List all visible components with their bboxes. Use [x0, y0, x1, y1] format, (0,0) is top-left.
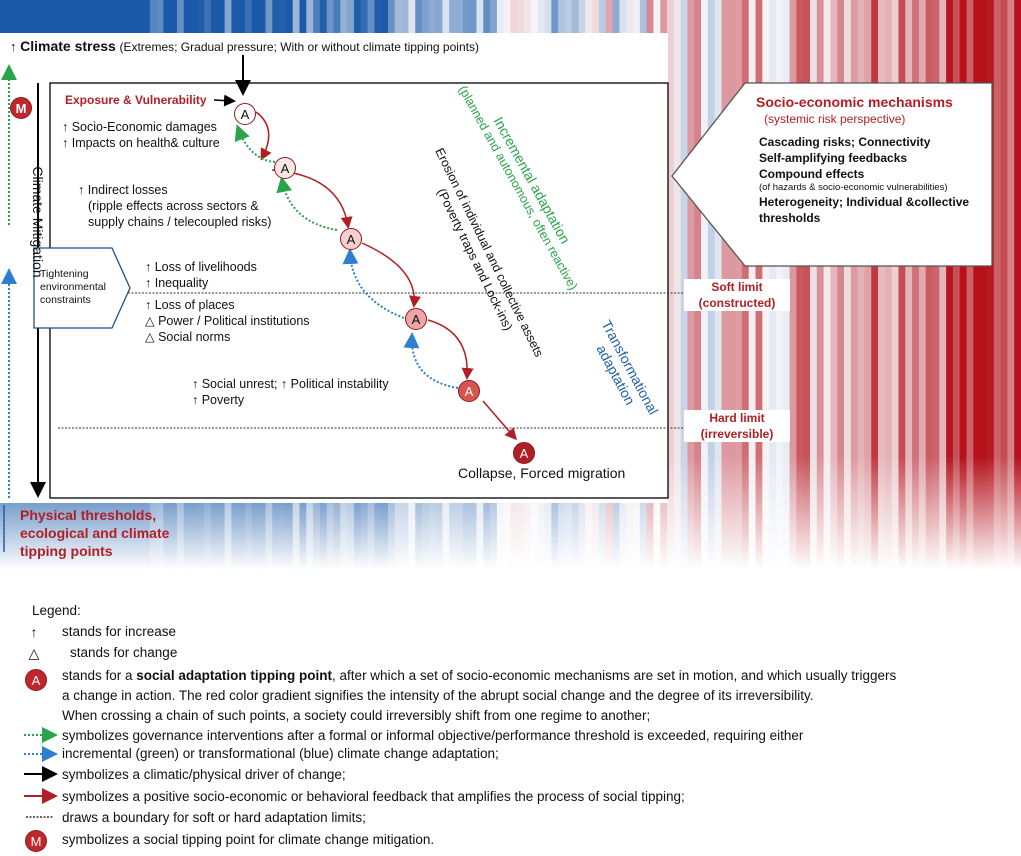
socio-line-4: (of hazards & socio-economic vulnerabili…: [759, 182, 948, 193]
soft-limit-sub: (constructed): [698, 296, 776, 310]
impact-loss-of-places: ↑ Loss of places: [145, 298, 235, 312]
impacts-group-1: ↑ Socio-Economic damages ↑ Impacts on he…: [62, 119, 220, 151]
impact-indirect-losses: ↑ Indirect losses: [78, 183, 168, 197]
legend-governance-line-1: symbolizes governance interventions afte…: [62, 728, 804, 743]
impact-ripple-effects: (ripple effects across sectors &: [88, 199, 259, 213]
socio-box-title: Socio-economic mechanisms: [756, 94, 953, 110]
constraint-line-3: constraints: [40, 294, 91, 306]
hard-limit-title: Hard limit: [709, 411, 765, 425]
climate-stress-detail: (Extremes; Gradual pressure; With or wit…: [119, 40, 479, 54]
impact-livelihoods: ↑ Loss of livelihoods: [145, 260, 257, 274]
socio-line-2: Self-amplifying feedbacks: [759, 151, 908, 165]
collapse-label: Collapse, Forced migration: [458, 465, 626, 481]
legend-increase-icon: ↑: [30, 624, 38, 640]
physical-line-2: ecological and climate: [20, 525, 170, 541]
socio-box-subtitle: (systemic risk perspective): [764, 112, 906, 126]
tipping-node-4: A: [405, 308, 427, 330]
legend-change-icon: △: [28, 645, 40, 661]
climate-stress-header: ↑ Climate stress (Extremes; Gradual pres…: [10, 38, 479, 55]
legend-tipping-bold: social adaptation tipping point: [136, 668, 333, 683]
soft-limit-label: Soft limit (constructed): [684, 279, 790, 311]
tipping-node-3: A: [340, 228, 362, 250]
impact-power-institutions: △ Power / Political institutions: [145, 314, 310, 328]
legend-tipping-line-1: stands for a social adaptation tipping p…: [62, 667, 896, 685]
legend-mitigation-text: symbolizes a social tipping point for cl…: [62, 832, 435, 847]
impacts-group-5: ↑ Social unrest; ↑ Political instability…: [192, 376, 389, 408]
constraint-line-2: environmental: [40, 281, 106, 293]
governance-blue-arrow-1: [342, 248, 405, 319]
governance-green-arrow-2: [276, 176, 338, 231]
climate-stress-title: Climate stress: [20, 38, 116, 54]
tipping-node-2: A: [274, 157, 296, 179]
soft-limit-title: Soft limit: [711, 280, 763, 294]
hard-limit-label: Hard limit (irreversible): [684, 410, 790, 442]
socio-box-body: Cascading risks; Connectivity Self-ampli…: [759, 134, 969, 226]
mitigation-tipping-point-icon: M: [10, 97, 32, 119]
feedback-arrow-1: [255, 111, 272, 161]
impact-supply-chains: supply chains / telecoupled risks): [88, 215, 272, 229]
impacts-group-3: ↑ Loss of livelihoods ↑ Inequality: [145, 259, 257, 291]
legend-mitigation-icon: M: [25, 830, 47, 852]
constraint-line-1: Tightening: [40, 268, 89, 280]
constraint-box-shape: [33, 247, 131, 329]
legend-change-text: stands for change: [70, 645, 178, 660]
legend-symbols: [24, 727, 58, 818]
governance-blue-arrow-2: [403, 332, 459, 389]
legend-tipping-icon: A: [25, 669, 47, 691]
socio-line-3: Compound effects: [759, 167, 865, 181]
constraint-box-text: Tightening environmental constraints: [40, 268, 106, 307]
legend-tipping-pre: stands for a: [62, 668, 137, 683]
physical-line-3: tipping points: [20, 543, 113, 559]
physical-line-1: Physical thresholds,: [20, 507, 157, 523]
governance-green-arrow-1: [234, 124, 276, 163]
impacts-group-4: ↑ Loss of places △ Power / Political ins…: [145, 297, 310, 345]
tipping-node-1: A: [234, 103, 256, 125]
legend-climatic-text: symbolizes a climatic/physical driver of…: [62, 767, 346, 782]
legend-tipping-line-3: When crossing a chain of such points, a …: [62, 708, 651, 723]
exposure-vulnerability-label: Exposure & Vulnerability: [65, 93, 207, 107]
socio-box-shape: [671, 82, 993, 267]
impact-socio-economic: ↑ Socio-Economic damages: [62, 120, 217, 134]
socio-line-6: thresholds: [759, 211, 821, 225]
legend-feedback-text: symbolizes a positive socio-economic or …: [62, 789, 685, 804]
hard-limit-sub: (irreversible): [700, 427, 774, 441]
exposure-arrow: [213, 94, 236, 107]
legend-tipping-line-2: a change in action. The red color gradie…: [62, 688, 814, 703]
socio-line-1: Cascading risks; Connectivity: [759, 135, 931, 149]
physical-thresholds-label: Physical thresholds, ecological and clim…: [20, 506, 169, 560]
diagram-lines: [1, 55, 993, 499]
legend-boundary-text: draws a boundary for soft or hard adapta…: [62, 810, 366, 825]
impact-health-culture: ↑ Impacts on health& culture: [62, 136, 220, 150]
legend-title: Legend:: [32, 603, 81, 618]
impact-inequality: ↑ Inequality: [145, 276, 209, 290]
legend-increase-text: stands for increase: [62, 624, 177, 639]
tipping-node-5: A: [458, 380, 480, 402]
legend-governance-line-2: incremental (green) or transformational …: [62, 746, 499, 761]
increase-arrow-icon: ↑: [10, 39, 17, 54]
socio-line-5: Heterogeneity; Individual &collective: [759, 195, 970, 209]
tipping-node-6: A: [513, 442, 535, 464]
impacts-group-2: ↑ Indirect losses (ripple effects across…: [78, 182, 271, 230]
impact-social-norms: △ Social norms: [145, 330, 231, 344]
feedback-arrow-3: [361, 242, 421, 308]
feedback-arrow-5: [482, 400, 517, 441]
impact-poverty: ↑ Poverty: [192, 393, 245, 407]
impact-social-unrest: ↑ Social unrest; ↑ Political instability: [192, 377, 389, 391]
legend-tipping-post: , after which a set of socio-economic me…: [332, 668, 897, 683]
feedback-arrow-4: [427, 319, 474, 380]
